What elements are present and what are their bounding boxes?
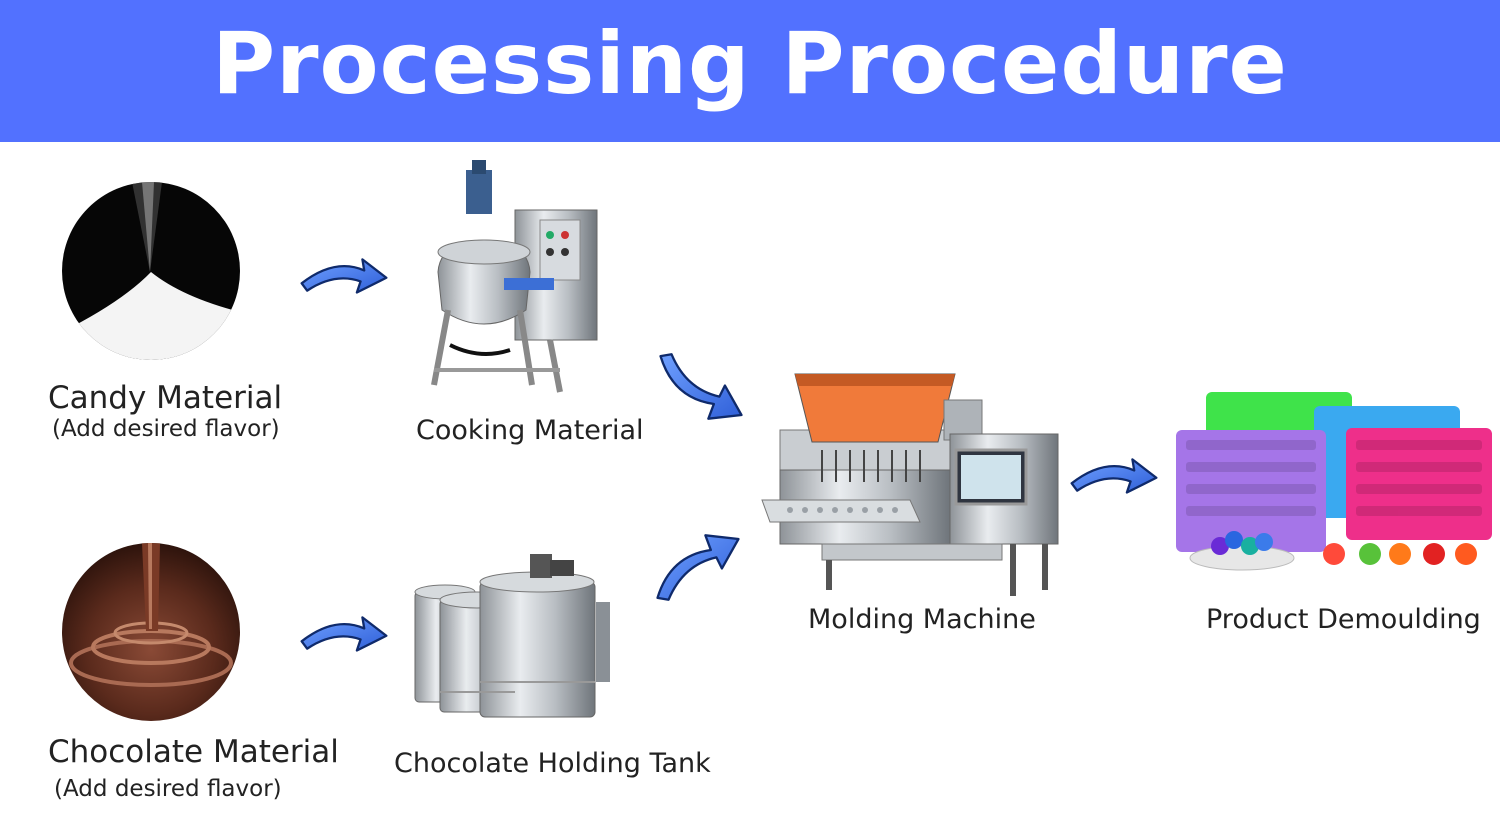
- arrow-cooking-to-molding: [659, 353, 743, 420]
- chocolate-holding-tank-image: [414, 554, 610, 718]
- chocolate-holding-tank-label: Chocolate Holding Tank: [394, 748, 711, 779]
- candy-material-image: [62, 182, 240, 360]
- chocolate-material-label: Chocolate Material: [48, 734, 339, 770]
- cooking-material-label: Cooking Material: [416, 415, 644, 446]
- page-title: Processing Procedure: [212, 14, 1288, 114]
- chocolate-material-note: (Add desired flavor): [54, 776, 282, 802]
- product-demoulding-image: [1176, 392, 1492, 571]
- arrow-tank-to-molding: [656, 534, 740, 601]
- cooking-kettle-image: [431, 160, 598, 393]
- title-banner: Processing Procedure: [0, 0, 1500, 142]
- molding-machine-label: Molding Machine: [808, 604, 1036, 635]
- molding-machine-image: [761, 373, 1059, 596]
- arrow-molding-to-demoulding: [1070, 458, 1158, 494]
- candy-material-note: (Add desired flavor): [52, 416, 280, 442]
- arrow-candy-to-cooking: [300, 258, 388, 294]
- product-demoulding-label: Product Demoulding: [1206, 604, 1481, 635]
- arrow-chocolate-to-tank: [300, 616, 388, 652]
- chocolate-material-image: [62, 543, 240, 721]
- candy-material-label: Candy Material: [48, 380, 283, 416]
